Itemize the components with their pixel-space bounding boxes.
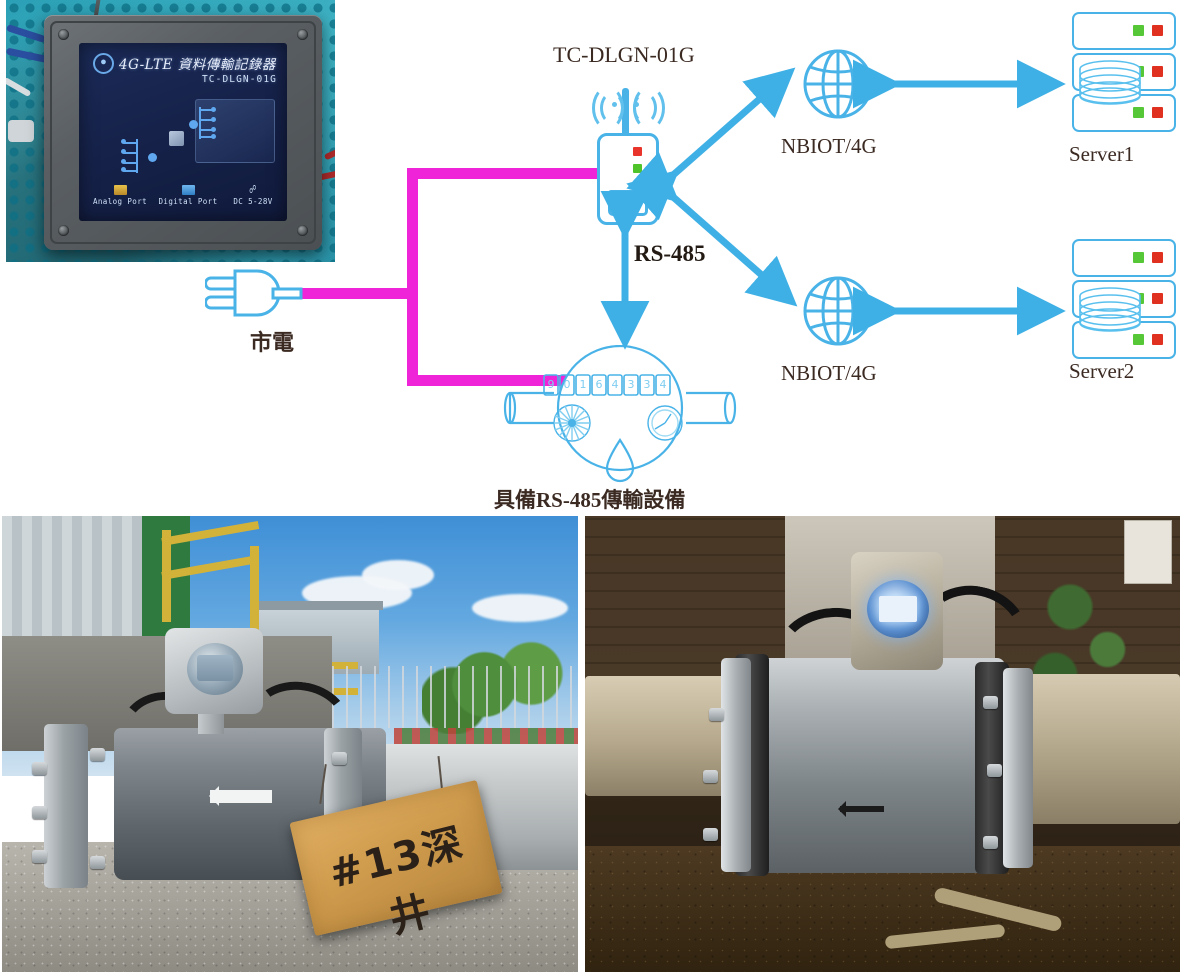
concrete-pipe-right	[1005, 674, 1180, 824]
device-faceplate: ● 4G-LTE 資料傳輸記錄器 TC-DLGN-01G	[79, 43, 287, 221]
screw	[297, 225, 308, 236]
enclosure-frame	[50, 21, 316, 244]
diagram-arrows	[600, 59, 1066, 350]
digital-port-label: Digital Port	[158, 197, 218, 206]
flow-transmitter-head	[165, 628, 263, 714]
flow-direction-arrow	[838, 801, 884, 817]
power-line-to-meter	[407, 375, 567, 386]
corrugated-wall	[2, 516, 154, 636]
disk-stack-icon	[1079, 287, 1141, 332]
server-label: Server1	[1069, 142, 1135, 166]
transmitter-display	[867, 580, 929, 638]
cloud	[362, 560, 434, 590]
server-led-red	[1152, 334, 1163, 345]
transmitter-display	[187, 643, 243, 695]
pipe-flange	[1003, 668, 1033, 868]
server-led-red	[1152, 252, 1163, 263]
flange-bolt	[90, 856, 105, 869]
flange-bolt	[983, 696, 998, 709]
server-label: Server2	[1069, 359, 1135, 383]
meter-digit: 3	[643, 378, 651, 391]
handrail-post	[250, 546, 259, 632]
enclosure-body: ● 4G-LTE 資料傳輸記錄器 TC-DLGN-01G	[44, 15, 322, 250]
meter-digit: 6	[595, 378, 603, 391]
dc-power-label-group: ☍ DC 5-28V	[223, 183, 283, 206]
server-led-green	[1133, 334, 1144, 345]
server-led-green	[1133, 252, 1144, 263]
mains-plug-icon	[205, 265, 305, 321]
device-title: 4G-LTE 資料傳輸記錄器	[119, 57, 276, 73]
water-meter-icon	[503, 345, 737, 483]
server-rack-icon	[1072, 12, 1176, 132]
cable-gland	[8, 120, 34, 142]
power-line-to-gateway	[407, 168, 602, 179]
meter-digit-row: 9 0 1 6 4 3 3 4	[544, 378, 694, 396]
datalogger-photo: ● 4G-LTE 資料傳輸記錄器 TC-DLGN-01G	[6, 0, 335, 262]
digital-port-icon	[181, 185, 195, 195]
flange-bolt	[32, 850, 47, 863]
chip-graphic	[169, 131, 184, 146]
fence	[332, 666, 578, 728]
flange-bolt	[983, 836, 998, 849]
wifi-signal-icon: ●	[93, 53, 114, 74]
server-led-red	[1152, 107, 1163, 118]
meter-digit: 4	[659, 378, 667, 391]
flange-bolt	[703, 828, 718, 841]
well-sign: #13深井	[289, 756, 503, 943]
dc-power-label: DC 5-28V	[233, 197, 273, 206]
flow-direction-arrow	[209, 786, 272, 806]
sign-board: #13深井	[289, 779, 503, 943]
power-line-vertical	[407, 168, 418, 386]
flange-bolt	[709, 708, 724, 721]
flange-bolt	[987, 764, 1002, 777]
analog-port-label-group: Analog Port	[87, 185, 153, 206]
digital-connector-graphic	[189, 107, 225, 139]
analog-connector-graphic	[121, 139, 158, 173]
flange-bolt	[332, 752, 347, 765]
flange-bolt	[90, 748, 105, 761]
server-led-green	[1133, 107, 1144, 118]
screw	[297, 29, 308, 40]
server-led-green	[1133, 25, 1144, 36]
daytime-flowmeter-photo: #13深井	[2, 516, 578, 972]
flange-bolt	[703, 770, 718, 783]
screw	[58, 225, 69, 236]
meter-digit: 0	[563, 378, 571, 391]
server-rack-icon	[1072, 239, 1176, 359]
port-label-row: Analog Port Digital Port ☍ DC 5-28V	[87, 179, 279, 213]
meter-digit: 4	[611, 378, 619, 391]
device-model: TC-DLGN-01G	[201, 74, 277, 85]
network-label: NBIOT/4G	[781, 361, 877, 385]
server-led-red	[1152, 25, 1163, 36]
digital-port-label-group: Digital Port	[153, 185, 223, 206]
analog-port-icon	[113, 185, 127, 195]
meter-digit: 3	[627, 378, 635, 391]
flow-meter-body	[745, 658, 1005, 873]
server-led-red	[1152, 66, 1163, 77]
meter-digit: 9	[547, 378, 555, 391]
flow-transmitter-head	[851, 552, 943, 670]
power-line-from-plug	[300, 288, 412, 299]
power-plug-icon: ☍	[249, 183, 257, 196]
network-diagram: 市電 TC-DLGN-01G RS-485	[205, 12, 1176, 512]
pipe-flange	[44, 724, 88, 888]
disk-stack-icon	[1079, 60, 1141, 105]
server-unit	[1072, 12, 1176, 50]
pipe-flange	[721, 658, 751, 872]
meter-digit: 1	[579, 378, 587, 391]
diagram-caption: 具備RS-485傳輸設備	[494, 488, 686, 512]
flange-bolt	[32, 806, 47, 819]
gateway-title: TC-DLGN-01G	[553, 42, 695, 67]
signal-dot-icon	[612, 102, 617, 107]
flange-bolt	[32, 762, 47, 775]
signal-wave-icon	[592, 86, 624, 130]
mains-power-label: 市電	[250, 330, 295, 355]
nighttime-flowmeter-photo	[585, 516, 1180, 972]
cloud	[472, 594, 568, 622]
gateway-antenna-mast	[622, 88, 629, 136]
server-led-red	[1152, 293, 1163, 304]
analog-port-label: Analog Port	[92, 197, 148, 206]
screw	[58, 29, 69, 40]
server-unit	[1072, 239, 1176, 277]
